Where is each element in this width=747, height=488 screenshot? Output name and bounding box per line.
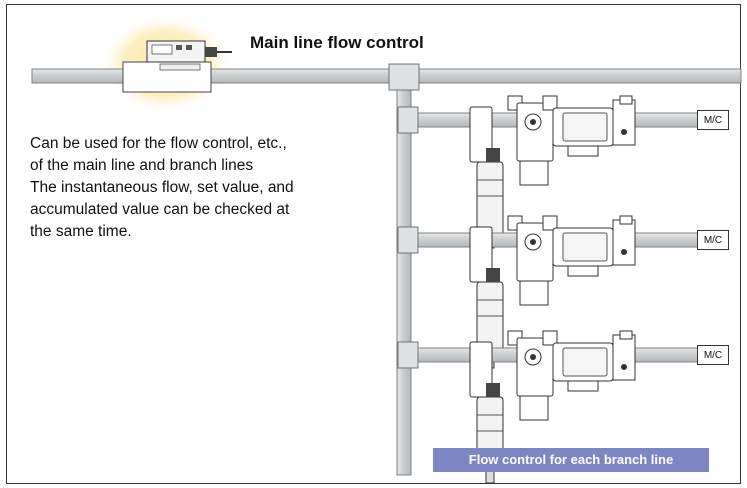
branch-3 <box>397 330 700 484</box>
branch-2 <box>397 215 700 369</box>
distribution-pipe <box>396 82 412 476</box>
description-line: The instantaneous flow, set value, and <box>30 179 294 196</box>
description-line: Can be used for the flow control, etc., <box>30 135 287 152</box>
main-line-title: Main line flow control <box>250 33 424 52</box>
branch-1 <box>397 95 700 249</box>
machine-label-branch-2: M/C <box>697 230 729 250</box>
machine-label-branch-3: M/C <box>697 345 729 365</box>
description-line: accumulated value can be checked at <box>30 201 290 218</box>
branch-caption: Flow control for each branch line <box>433 448 709 472</box>
description-line: of the main line and branch lines <box>30 157 254 174</box>
main-flow-switch <box>122 40 232 93</box>
main-tee-fitting <box>388 63 420 91</box>
description-text: Can be used for the flow control, etc., … <box>30 133 294 243</box>
machine-label-branch-1: M/C <box>697 110 729 130</box>
description-line: the same time. <box>30 223 132 240</box>
